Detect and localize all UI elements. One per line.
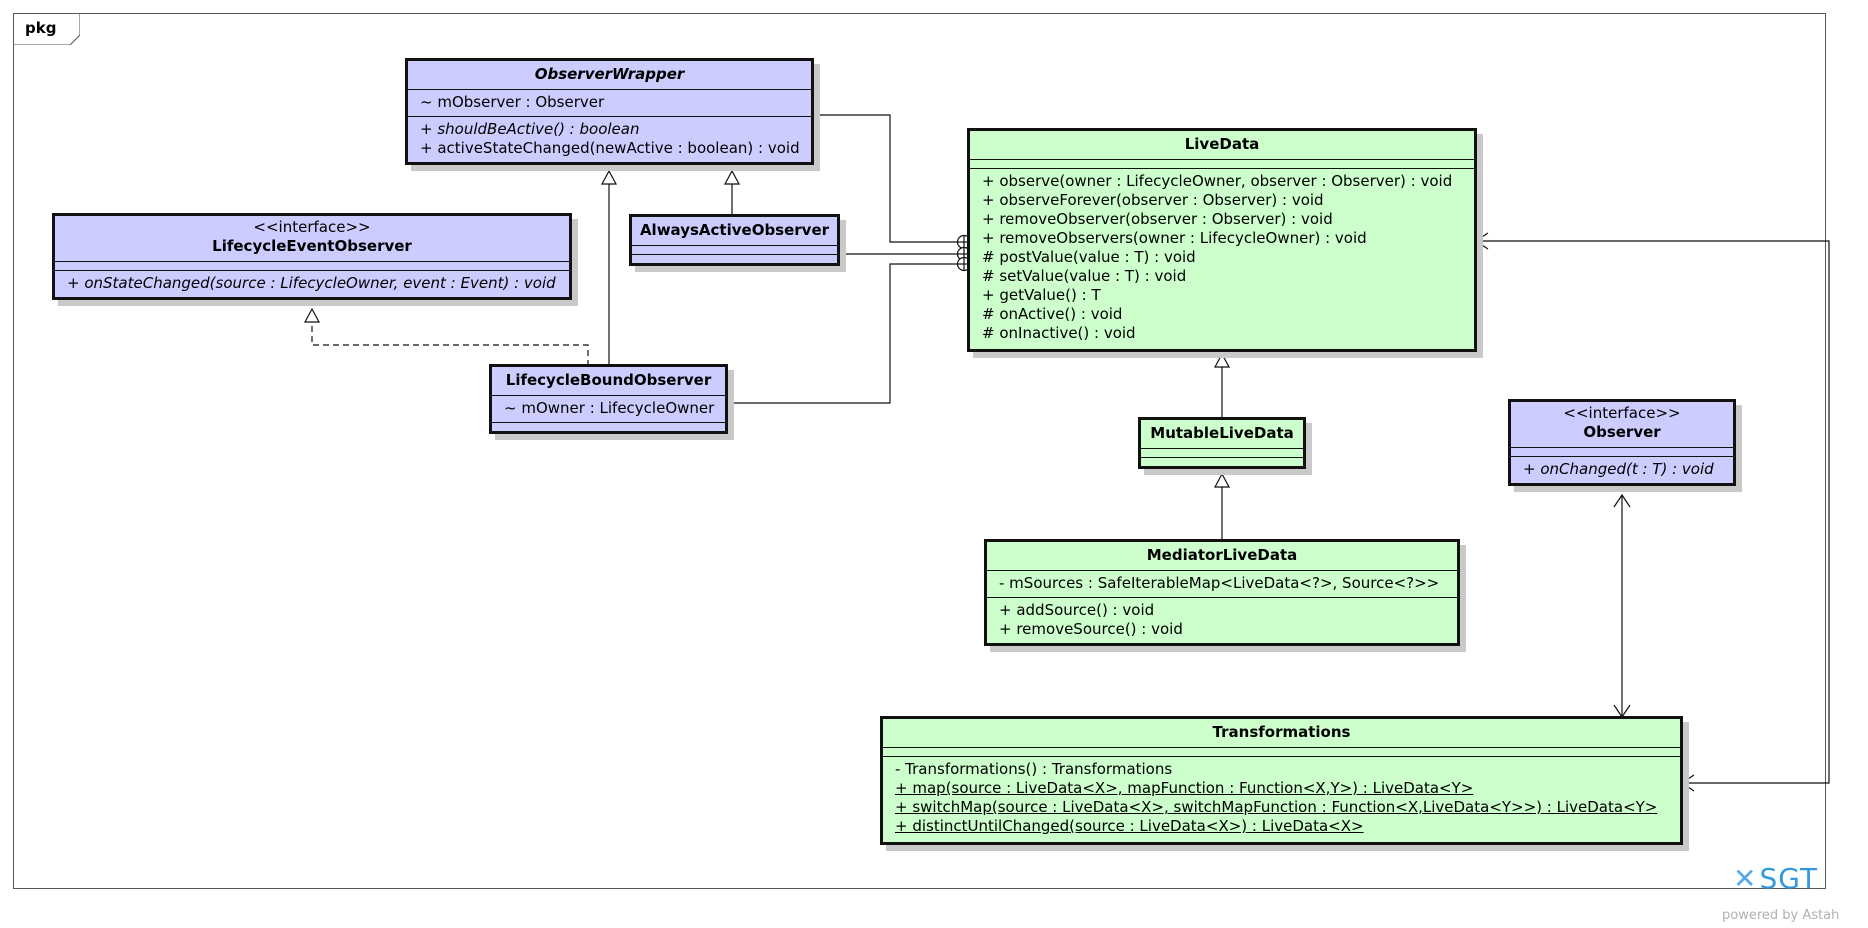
class-always-active-observer[interactable]: AlwaysActiveObserver — [629, 214, 840, 266]
operation: + map(source : LiveData<X>, mapFunction … — [895, 779, 1474, 797]
attributes-section: - mSources : SafeIterableMap<LiveData<?>… — [987, 570, 1457, 597]
stereotype: <<interface>> — [1563, 404, 1681, 422]
operations-section: + onStateChanged(source : LifecycleOwner… — [55, 270, 569, 297]
class-name: AlwaysActiveObserver — [639, 221, 830, 239]
interface-lifecycle-event-observer[interactable]: <<interface>> LifecycleEventObserver + o… — [52, 213, 572, 300]
operations-section: + observe(owner : LifecycleOwner, observ… — [970, 168, 1474, 349]
class-name: LiveData — [1184, 135, 1260, 153]
operation: + distinctUntilChanged(source : LiveData… — [895, 817, 1364, 835]
operations-section — [632, 254, 837, 263]
class-name: LifecycleEventObserver — [212, 237, 412, 255]
operation: + observeForever(observer : Observer) : … — [982, 191, 1324, 209]
class-lifecycle-bound-observer[interactable]: LifecycleBoundObserver ~ mOwner : Lifecy… — [489, 364, 728, 434]
attributes-section: ~ mObserver : Observer — [408, 89, 811, 116]
operation: + removeObserver(observer : Observer) : … — [982, 210, 1333, 228]
operations-section: + onChanged(t : T) : void — [1511, 456, 1733, 483]
class-name: MediatorLiveData — [1146, 546, 1298, 564]
attribute: ~ mOwner : LifecycleOwner — [504, 399, 715, 417]
operation: + switchMap(source : LiveData<X>, switch… — [895, 798, 1658, 816]
class-live-data[interactable]: LiveData + observe(owner : LifecycleOwne… — [967, 128, 1477, 352]
class-name: ObserverWrapper — [534, 65, 685, 83]
powered-by-label: powered by Astah — [1722, 908, 1840, 923]
attributes-section: ~ mOwner : LifecycleOwner — [492, 395, 725, 422]
operation: + getValue() : T — [982, 286, 1101, 304]
operation: + observe(owner : LifecycleOwner, observ… — [982, 172, 1453, 190]
operation: + addSource() : void — [999, 601, 1155, 619]
sgt-logo: ✕SGT — [1733, 862, 1818, 895]
sgt-logo-icon: ✕ — [1733, 862, 1758, 895]
operation: + activeStateChanged(newActive : boolean… — [420, 139, 800, 157]
operation: + onChanged(t : T) : void — [1523, 460, 1714, 478]
package-tab: pkg — [13, 13, 80, 45]
operations-section: - Transformations() : Transformations + … — [883, 756, 1680, 842]
attributes-section — [632, 245, 837, 254]
sgt-logo-text: SGT — [1759, 862, 1819, 895]
lifecycle-bound-realizes-event-observer — [311, 322, 589, 366]
class-observer-wrapper[interactable]: ObserverWrapper ~ mObserver : Observer +… — [405, 58, 814, 165]
operation: + removeObservers(owner : LifecycleOwner… — [982, 229, 1367, 247]
operation: # onInactive() : void — [982, 324, 1136, 342]
operation: - Transformations() : Transformations — [895, 760, 1173, 778]
lifecycle-bound-nested-in-livedata — [727, 263, 958, 404]
attribute: - mSources : SafeIterableMap<LiveData<?>… — [999, 574, 1440, 592]
package-label: pkg — [25, 19, 57, 37]
operation: + removeSource() : void — [999, 620, 1183, 638]
attributes-section — [970, 159, 1474, 168]
operations-section: + addSource() : void + removeSource() : … — [987, 597, 1457, 643]
class-mediator-live-data[interactable]: MediatorLiveData - mSources : SafeIterab… — [984, 539, 1460, 646]
attribute: ~ mObserver : Observer — [420, 93, 605, 111]
interface-observer[interactable]: <<interface>> Observer + onChanged(t : T… — [1508, 399, 1736, 486]
class-name: Transformations — [1212, 723, 1351, 741]
operation: + onStateChanged(source : LifecycleOwner… — [67, 274, 556, 292]
attributes-section — [55, 261, 569, 270]
operation: # setValue(value : T) : void — [982, 267, 1187, 285]
class-name: Observer — [1583, 423, 1661, 441]
attributes-section — [883, 747, 1680, 756]
attributes-section — [1511, 447, 1733, 456]
attributes-section — [1141, 448, 1303, 457]
stereotype: <<interface>> — [253, 218, 371, 236]
class-name: MutableLiveData — [1150, 424, 1294, 442]
operations-section: + shouldBeActive() : boolean + activeSta… — [408, 116, 811, 162]
package-frame — [13, 13, 1826, 889]
operations-section — [492, 422, 725, 431]
operation: # onActive() : void — [982, 305, 1123, 323]
operation: + shouldBeActive() : boolean — [420, 120, 640, 138]
wrapper-nested-in-livedata — [812, 114, 958, 243]
transformations-livedata-association — [1476, 240, 1830, 784]
class-mutable-live-data[interactable]: MutableLiveData — [1138, 417, 1306, 469]
class-name: LifecycleBoundObserver — [505, 371, 712, 389]
operation: # postValue(value : T) : void — [982, 248, 1196, 266]
class-transformations[interactable]: Transformations - Transformations() : Tr… — [880, 716, 1683, 845]
operations-section — [1141, 457, 1303, 466]
